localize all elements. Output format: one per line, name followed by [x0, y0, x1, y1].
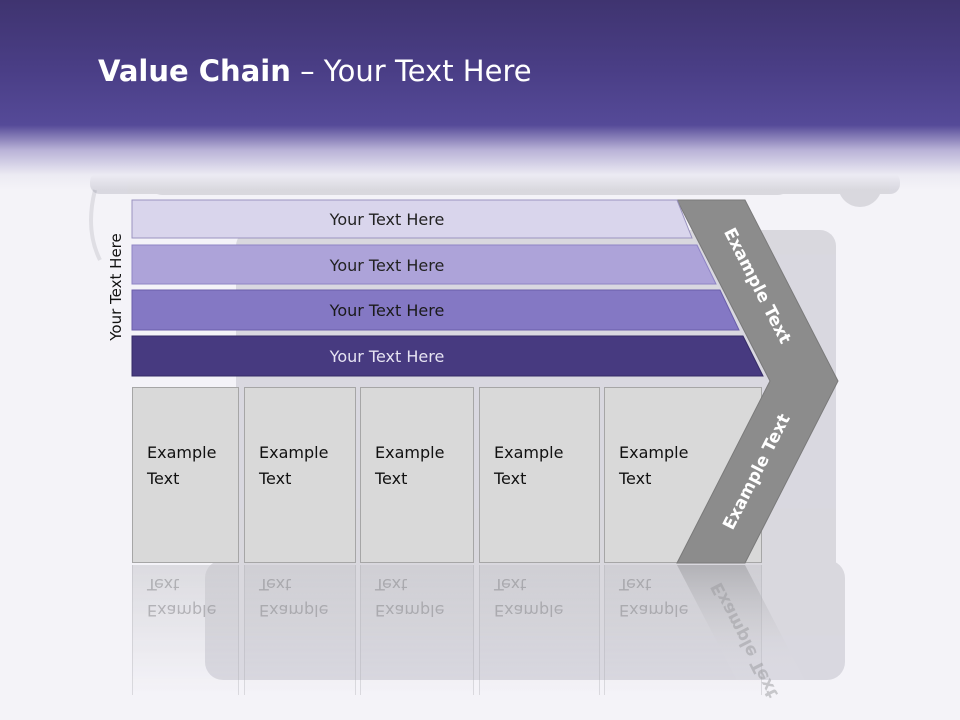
bar-4-shape: [131, 335, 764, 377]
column-2-line2: Text: [259, 469, 292, 488]
title-bold: Value Chain: [98, 54, 291, 88]
column-2: Example Text: [244, 387, 356, 563]
column-1-line2: Text: [147, 469, 180, 488]
column-2-line1: Example: [259, 443, 329, 462]
column-4-line2: Text: [494, 469, 527, 488]
column-4: Example Text: [479, 387, 600, 563]
column-5-line2: Text: [619, 469, 652, 488]
bar-3-label-text: Your Text Here: [329, 300, 445, 320]
bar-3-text: Your Text Here: [132, 291, 692, 329]
slide-title: Value Chain – Your Text Here: [98, 54, 532, 88]
bar-1-text: Your Text Here: [132, 200, 692, 238]
bar-4-label-text: Your Text Here: [329, 346, 445, 366]
bar-2-shape: [131, 244, 717, 285]
chevron-arrow: [676, 199, 839, 564]
bar-1-label-text: Your Text Here: [329, 209, 445, 229]
column-4-line1: Example: [494, 443, 564, 462]
column-1: Example Text: [132, 387, 239, 563]
header-band: [0, 0, 960, 190]
column-5-line1: Example: [619, 443, 689, 462]
bar-3-shape: [131, 289, 740, 331]
column-1-line1: Example: [147, 443, 217, 462]
column-3-line2: Text: [375, 469, 408, 488]
bar-4-text: Your Text Here: [132, 337, 692, 375]
bar-2-text: Your Text Here: [132, 246, 692, 284]
bar-1-shape: [131, 199, 693, 239]
bar-2-label-text: Your Text Here: [329, 255, 445, 275]
title-rest: – Your Text Here: [290, 54, 532, 88]
column-3: Example Text: [360, 387, 474, 563]
chevron-reflection: [677, 565, 810, 690]
column-3-line1: Example: [375, 443, 445, 462]
